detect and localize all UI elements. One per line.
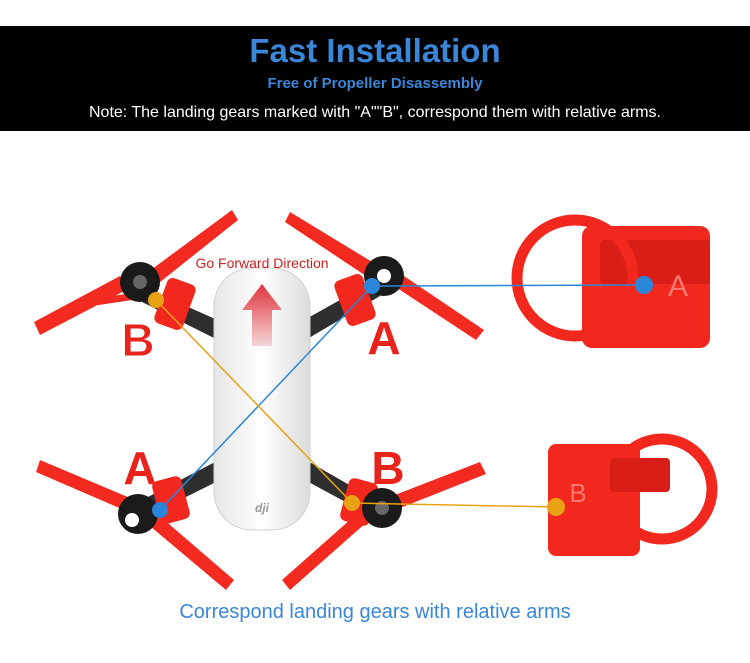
connector-lines — [155, 284, 645, 511]
connector-line-b-bottom — [351, 502, 557, 508]
landing-gear-a: A — [511, 214, 710, 348]
landing-gear-b: B — [548, 433, 718, 556]
arm-label-rear-right: B — [371, 442, 404, 494]
connector-line-a-top — [371, 284, 645, 287]
arm-label-front-left: B — [121, 314, 154, 366]
dot-gear-b — [547, 498, 565, 516]
page-subtitle: Free of Propeller Disassembly — [267, 75, 483, 92]
arm-label-front-right: A — [367, 312, 400, 364]
arm-label-rear-left: A — [123, 442, 156, 494]
connector-dots — [148, 276, 653, 518]
propeller-front-right — [285, 212, 484, 340]
header-banner: Fast Installation Free of Propeller Disa… — [0, 26, 750, 131]
propeller-rear-left — [36, 460, 234, 590]
drone-body: dji — [213, 267, 311, 531]
gear-b-embossed-letter: B — [569, 478, 586, 508]
bottom-caption: Correspond landing gears with relative a… — [179, 601, 571, 623]
dot-gear-a — [635, 276, 653, 294]
connector-line-b-cross — [155, 299, 353, 504]
dot-arm-b-rear — [344, 495, 360, 511]
page-title: Fast Installation — [249, 32, 501, 69]
installation-note: Note: The landing gears marked with "A""… — [88, 104, 661, 121]
dot-arm-a-front — [364, 278, 380, 294]
propeller-rear-right — [282, 462, 486, 590]
gear-a-embossed-letter: A — [668, 270, 688, 303]
dot-arm-b-front — [148, 292, 164, 308]
installation-diagram: dji Go Forward Direction B A A B A B — [34, 210, 718, 590]
connector-line-a-cross — [159, 285, 373, 511]
forward-arrow-icon — [242, 284, 282, 346]
dot-arm-a-rear — [152, 502, 168, 518]
direction-label: Go Forward Direction — [195, 255, 328, 271]
dji-logo: dji — [255, 501, 270, 515]
